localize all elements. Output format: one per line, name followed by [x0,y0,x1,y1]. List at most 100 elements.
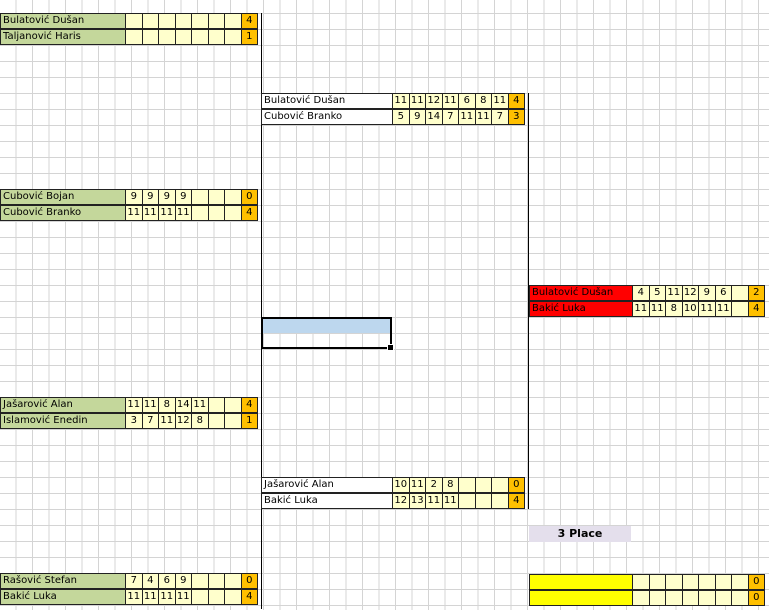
match-total-cell[interactable]: 0 [240,573,258,589]
set-score-cell[interactable] [714,590,732,606]
set-score-cell[interactable]: 9 [125,189,143,205]
set-score-cell[interactable] [681,590,699,606]
set-score-cell[interactable]: 6 [714,285,732,301]
set-score-cell[interactable] [458,493,476,509]
set-score-cell[interactable] [207,13,225,29]
set-score-cell[interactable] [224,589,242,605]
player-name-cell[interactable]: Cubović Branko [261,109,393,125]
set-score-cell[interactable]: 11 [125,205,143,221]
set-score-cell[interactable]: 10 [392,477,410,493]
set-score-cell[interactable] [158,29,176,45]
set-score-cell[interactable]: 5 [648,285,666,301]
set-score-cell[interactable]: 7 [125,573,143,589]
player-name-cell[interactable]: Bakić Luka [529,301,633,317]
set-score-cell[interactable] [224,189,242,205]
set-score-cell[interactable] [174,29,192,45]
set-score-cell[interactable]: 10 [681,301,699,317]
set-score-cell[interactable]: 11 [174,589,192,605]
set-score-cell[interactable]: 9 [174,573,192,589]
set-score-cell[interactable]: 11 [408,93,426,109]
match-total-cell[interactable]: 4 [240,13,258,29]
match-total-cell[interactable]: 0 [240,189,258,205]
set-score-cell[interactable]: 3 [125,413,143,429]
set-score-cell[interactable] [665,590,683,606]
match-total-cell[interactable]: 4 [240,205,258,221]
set-score-cell[interactable]: 4 [632,285,650,301]
match-total-cell[interactable]: 1 [240,413,258,429]
fill-handle[interactable] [387,344,394,351]
set-score-cell[interactable] [731,301,749,317]
set-score-cell[interactable] [224,29,242,45]
set-score-cell[interactable]: 9 [174,189,192,205]
match-total-cell[interactable]: 0 [747,574,765,590]
set-score-cell[interactable]: 12 [425,93,443,109]
set-score-cell[interactable]: 12 [681,285,699,301]
set-score-cell[interactable]: 11 [158,413,176,429]
set-score-cell[interactable]: 11 [141,589,159,605]
match-total-cell[interactable]: 1 [240,29,258,45]
set-score-cell[interactable]: 11 [458,109,476,125]
set-score-cell[interactable] [125,29,143,45]
player-name-cell[interactable]: Bulatović Dušan [261,93,393,109]
set-score-cell[interactable]: 4 [141,573,159,589]
set-score-cell[interactable]: 14 [174,397,192,413]
set-score-cell[interactable] [474,477,492,493]
set-score-cell[interactable] [191,205,209,221]
set-score-cell[interactable] [731,285,749,301]
set-score-cell[interactable] [207,589,225,605]
set-score-cell[interactable]: 11 [392,93,410,109]
set-score-cell[interactable]: 11 [632,301,650,317]
match-total-cell[interactable]: 4 [507,493,525,509]
set-score-cell[interactable]: 11 [491,93,509,109]
set-score-cell[interactable]: 14 [425,109,443,125]
set-score-cell[interactable] [207,205,225,221]
set-score-cell[interactable] [632,574,650,590]
set-score-cell[interactable] [224,13,242,29]
set-score-cell[interactable]: 6 [458,93,476,109]
set-score-cell[interactable] [207,29,225,45]
set-score-cell[interactable]: 12 [392,493,410,509]
set-score-cell[interactable] [191,13,209,29]
match-total-cell[interactable]: 4 [747,301,765,317]
player-name-cell[interactable]: Jašarović Alan [0,397,126,413]
set-score-cell[interactable]: 8 [441,477,459,493]
player-name-cell[interactable]: Islamović Enedin [0,413,126,429]
set-score-cell[interactable] [491,477,509,493]
set-score-cell[interactable] [681,574,699,590]
set-score-cell[interactable]: 8 [158,397,176,413]
set-score-cell[interactable] [731,590,749,606]
set-score-cell[interactable] [224,205,242,221]
set-score-cell[interactable]: 11 [191,397,209,413]
set-score-cell[interactable]: 11 [474,109,492,125]
set-score-cell[interactable] [191,589,209,605]
set-score-cell[interactable]: 11 [441,93,459,109]
match-total-cell[interactable]: 3 [507,109,525,125]
set-score-cell[interactable] [224,573,242,589]
set-score-cell[interactable]: 9 [158,189,176,205]
player-name-cell[interactable]: Bulatović Dušan [529,285,633,301]
set-score-cell[interactable] [648,590,666,606]
player-name-cell[interactable]: Bakić Luka [261,493,393,509]
player-name-cell[interactable]: Jašarović Alan [261,477,393,493]
set-score-cell[interactable]: 8 [474,93,492,109]
set-score-cell[interactable]: 9 [698,285,716,301]
set-score-cell[interactable]: 11 [714,301,732,317]
set-score-cell[interactable]: 11 [408,477,426,493]
player-name-cell[interactable]: Cubović Branko [0,205,126,221]
match-total-cell[interactable]: 4 [240,397,258,413]
set-score-cell[interactable] [665,574,683,590]
set-score-cell[interactable]: 7 [441,109,459,125]
match-total-cell[interactable]: 4 [240,589,258,605]
set-score-cell[interactable]: 11 [174,205,192,221]
set-score-cell[interactable] [458,477,476,493]
set-score-cell[interactable] [207,413,225,429]
player-name-cell[interactable] [529,574,633,590]
set-score-cell[interactable]: 9 [141,189,159,205]
player-name-cell[interactable]: Cubović Bojan [0,189,126,205]
match-total-cell[interactable]: 4 [507,93,525,109]
set-score-cell[interactable] [224,413,242,429]
set-score-cell[interactable] [158,13,176,29]
set-score-cell[interactable]: 12 [174,413,192,429]
set-score-cell[interactable] [224,397,242,413]
set-score-cell[interactable] [731,574,749,590]
